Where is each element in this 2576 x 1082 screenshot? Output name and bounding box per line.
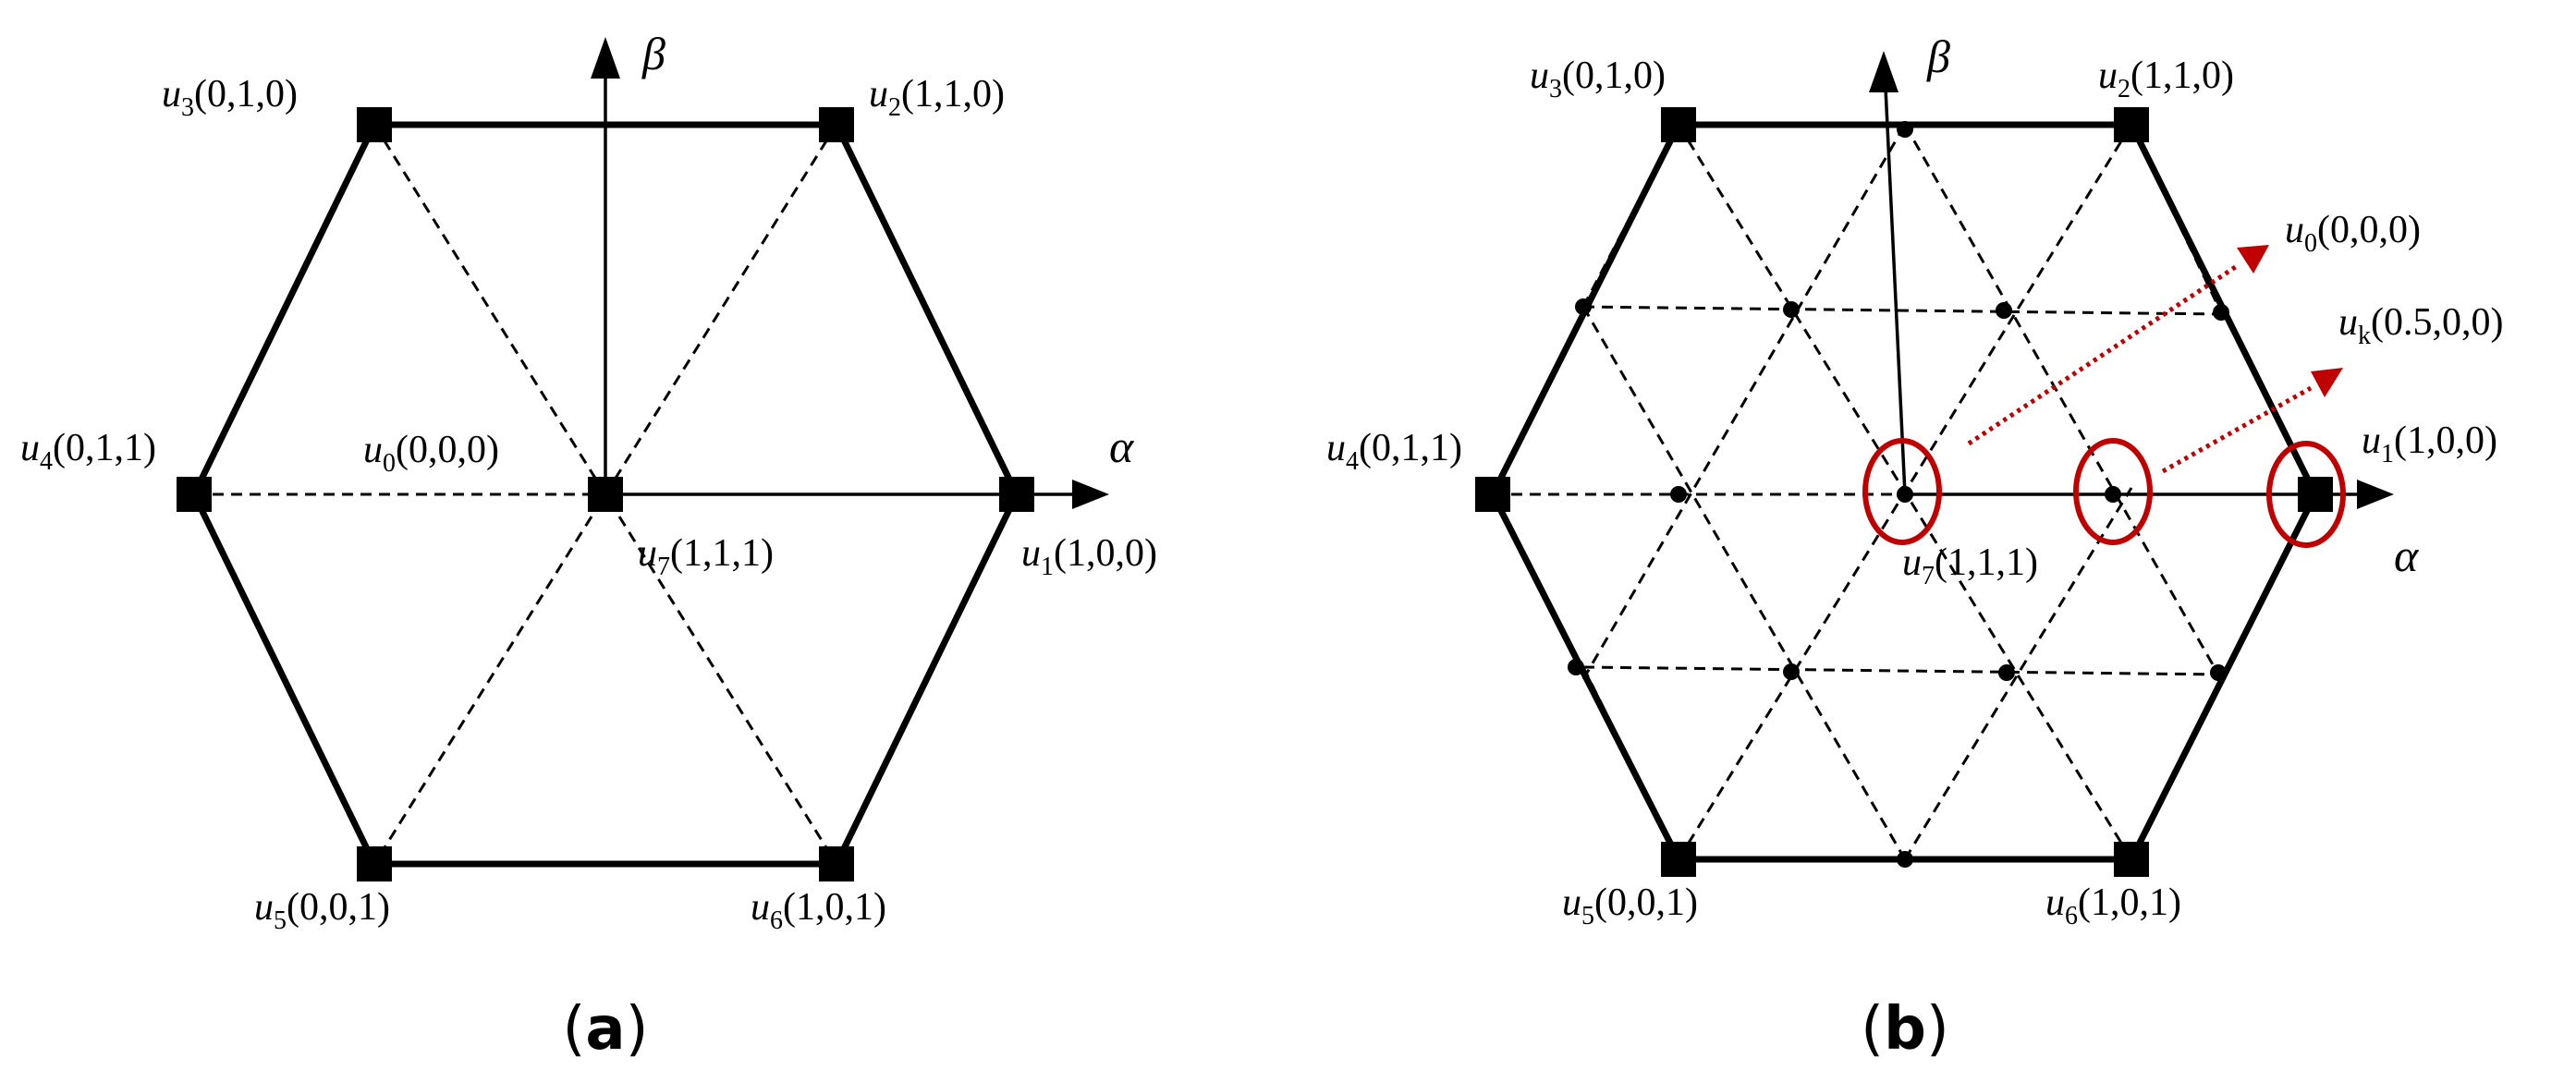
grid-dot — [1897, 121, 1913, 138]
pointer-line-u0 — [1967, 263, 2239, 446]
vector-marker — [819, 846, 854, 881]
dashed-line — [1903, 124, 2223, 680]
vector-label-u5: u5(0,0,1) — [1562, 881, 1698, 930]
panel-a-caption: (a) — [562, 995, 648, 1064]
vector-label-u3: u3(0,1,0) — [1530, 55, 1666, 103]
panel-a-alpha-label: α — [1109, 420, 1135, 472]
panel-a-markers — [177, 107, 1034, 881]
grid-dot — [2210, 664, 2227, 681]
panel-a-alpha-arrow-icon — [1072, 480, 1109, 509]
grid-dot — [1897, 486, 1913, 503]
panel-a: β α u3(0,1,0) u2(1,1,0) u4(0,1,1) u0(0,0… — [20, 28, 1157, 1064]
panel-b: β α u3(0,1,0) u2(1,1,0) u0(0,0,0) uk(0.5… — [1326, 30, 2503, 1064]
vector-marker — [819, 107, 854, 142]
vector-label-u4: u4(0,1,1) — [1326, 427, 1462, 476]
grid-dot — [1996, 302, 2012, 319]
vector-label-u2: u2(1,1,0) — [2098, 55, 2234, 103]
grid-dot — [1568, 659, 1584, 675]
highlight-ellipse-origin — [1862, 438, 1942, 545]
panel-a-beta-label: β — [641, 28, 665, 79]
vector-label-u4: u4(0,1,1) — [20, 427, 156, 476]
grid-dot — [2105, 486, 2121, 503]
vector-label-u6: u6(1,0,1) — [751, 886, 886, 935]
vector-label-u3: u3(0,1,0) — [162, 73, 298, 122]
dashed-line — [1582, 665, 2222, 676]
vector-marker — [999, 477, 1034, 512]
vector-label-uk: uk(0.5,0,0) — [2338, 301, 2503, 350]
grid-dot — [1897, 851, 1913, 868]
panel-b-beta-arrow-icon — [1869, 51, 1898, 92]
vector-label-u7: u7(1,1,1) — [638, 532, 774, 581]
vector-marker — [588, 477, 623, 512]
panel-b-dots — [1568, 121, 2229, 868]
panel-b-alpha-arrow-icon — [2357, 480, 2394, 509]
grid-dot — [1783, 301, 1800, 318]
vector-label-u1: u1(1,0,0) — [2362, 419, 2497, 468]
panel-b-pointers — [1967, 245, 2343, 474]
panel-b-caption: (b) — [1861, 995, 1949, 1064]
pointer-arrow-icon — [2237, 245, 2269, 274]
highlight-ellipse-full — [2266, 441, 2346, 548]
vector-marker — [1661, 842, 1696, 877]
vector-marker — [357, 846, 392, 881]
vector-marker — [2114, 107, 2149, 142]
vector-label-u1: u1(1,0,0) — [1021, 532, 1157, 581]
pointer-arrow-icon — [2311, 368, 2343, 397]
panel-b-beta-axis — [1884, 87, 1907, 495]
panel-b-highlights — [1862, 438, 2346, 548]
vector-marker — [1475, 477, 1510, 512]
grid-dot — [1575, 298, 1592, 315]
dashed-line — [1581, 124, 1907, 680]
panel-b-alpha-label: α — [2394, 529, 2420, 581]
vector-marker — [2114, 842, 2149, 877]
grid-dot — [1998, 664, 2015, 681]
vector-marker — [357, 107, 392, 142]
vector-label-u0: u0(0,0,0) — [2285, 209, 2421, 258]
vector-label-u7: u7(1,1,1) — [1902, 541, 2038, 590]
grid-dot — [1783, 663, 1800, 680]
pointer-line-uk — [2161, 385, 2313, 474]
vector-label-u2: u2(1,1,0) — [869, 73, 1005, 122]
panel-b-beta-label: β — [1926, 30, 1950, 82]
vector-label-u5: u5(0,0,1) — [254, 886, 390, 935]
panel-a-beta-arrow-icon — [591, 37, 620, 79]
dashed-line — [1581, 306, 1907, 860]
vector-label-u0: u0(0,0,0) — [363, 429, 499, 478]
vector-label-u6: u6(1,0,1) — [2045, 881, 2181, 930]
vector-marker — [1661, 107, 1696, 142]
vector-marker — [177, 477, 212, 512]
vector-marker — [2298, 477, 2333, 512]
grid-dot — [2213, 304, 2229, 321]
panel-b-markers — [1475, 107, 2333, 877]
grid-dot — [1670, 486, 1687, 503]
highlight-ellipse-half — [2073, 438, 2153, 545]
dashed-line — [1582, 305, 2222, 316]
